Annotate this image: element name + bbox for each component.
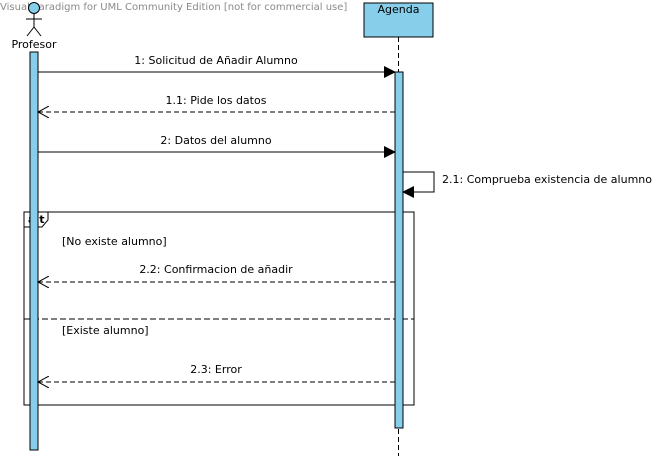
message-1[interactable]: 1: Solicitud de Añadir Alumno	[38, 54, 396, 78]
message-label: 2.2: Confirmacion de añadir	[139, 263, 293, 276]
message-label: 1: Solicitud de Añadir Alumno	[134, 54, 298, 67]
message-1-1[interactable]: 1.1: Pide los datos	[38, 94, 395, 112]
object-agenda[interactable]: Agenda	[363, 2, 434, 38]
actor-stick-figure-icon	[26, 2, 42, 37]
self-message-arrow	[402, 171, 435, 198]
message-2-2[interactable]: 2.2: Confirmacion de añadir	[38, 263, 395, 282]
message-label: 2.1: Comprueba existencia de alumno	[442, 173, 652, 186]
alt-fragment[interactable]: alt [No existe alumno] [Existe alumno]	[23, 211, 415, 406]
message-label: 2.3: Error	[190, 363, 242, 376]
message-2-3[interactable]: 2.3: Error	[38, 363, 395, 382]
watermark-text: Visual Paradigm for UML Community Editio…	[0, 2, 347, 13]
message-2[interactable]: 2: Datos del alumno	[38, 134, 396, 158]
object-name: Agenda	[378, 3, 420, 16]
profesor-activation-bar[interactable]	[29, 51, 39, 451]
message-label: 2: Datos del alumno	[160, 134, 271, 147]
alt-guard-2: [Existe alumno]	[62, 324, 149, 337]
agenda-activation-bar[interactable]	[394, 71, 404, 429]
actor-profesor[interactable]: Profesor	[11, 2, 57, 52]
alt-frame	[23, 211, 415, 406]
alt-guard-1: [No existe alumno]	[62, 235, 167, 248]
message-label: 1.1: Pide los datos	[166, 94, 267, 107]
actor-name: Profesor	[11, 38, 57, 51]
message-2-1-self[interactable]: 2.1: Comprueba existencia de alumno	[402, 171, 652, 198]
